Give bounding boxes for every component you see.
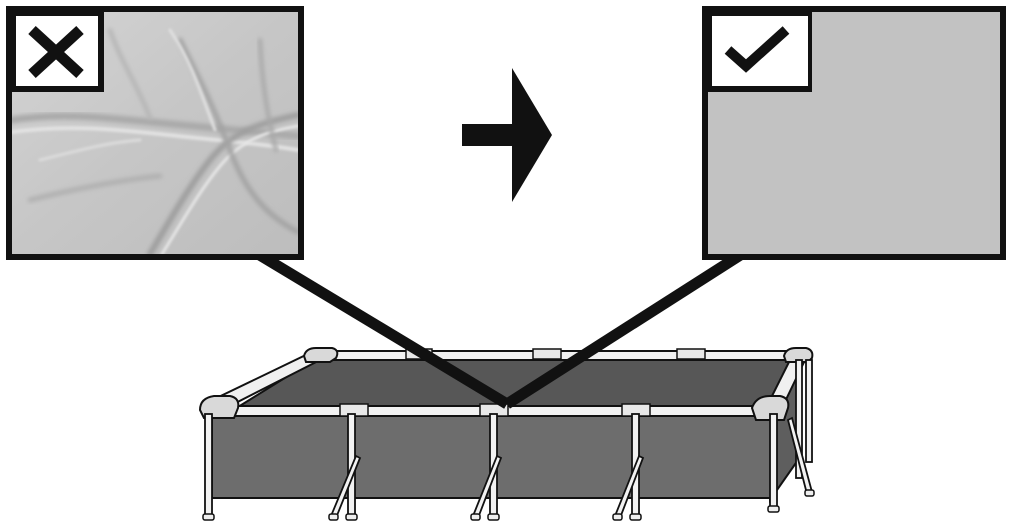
- pool-feet: [202, 489, 815, 521]
- callout-line-left: [255, 249, 510, 409]
- arrow-right-icon: [462, 68, 552, 202]
- panel-incorrect-wrinkled: [6, 6, 304, 260]
- pool-corner-joints: [198, 347, 814, 421]
- panel-correct-smooth: [702, 6, 1006, 260]
- rectangular-frame-pool-icon: [198, 347, 815, 521]
- pool-back-rail: [315, 348, 801, 361]
- cross-icon: [28, 25, 84, 79]
- check-icon: [724, 26, 790, 73]
- callout-line-right: [504, 249, 745, 409]
- cross-badge: [12, 12, 104, 92]
- check-badge: [708, 12, 812, 92]
- callout-lines: [255, 249, 745, 409]
- fabric-wrinkles: [12, 28, 298, 254]
